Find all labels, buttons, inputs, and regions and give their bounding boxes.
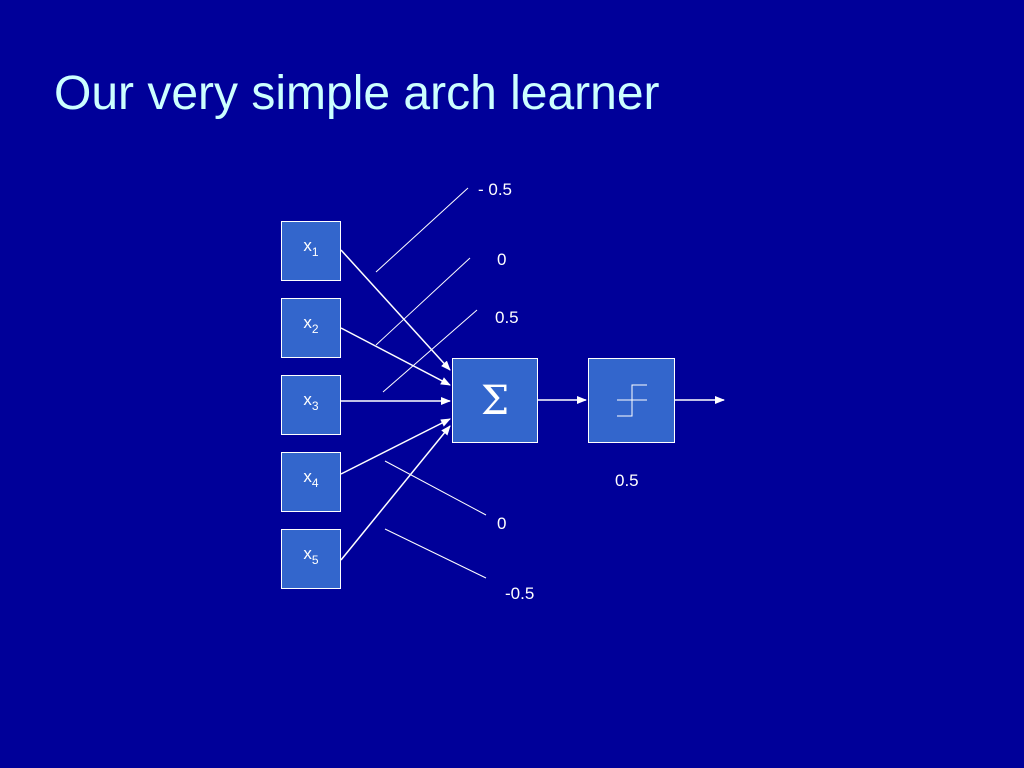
weight-leader-3 xyxy=(382,309,478,393)
input-label-x3: x3 xyxy=(303,390,319,413)
input-label-x1: x1 xyxy=(303,236,319,259)
weight-label-1: - 0.5 xyxy=(478,180,513,199)
weight-label-3: 0.5 xyxy=(495,308,519,327)
summation-node: Σ xyxy=(452,358,538,443)
input-label-x5: x5 xyxy=(303,544,319,567)
sigma-icon: Σ xyxy=(480,377,510,424)
step-function-icon xyxy=(616,384,647,416)
weight-leader-5 xyxy=(384,528,487,579)
input-node-x2: x2 xyxy=(281,298,341,358)
input-node-x3: x3 xyxy=(281,375,341,435)
weight-label-2: 0 xyxy=(497,250,507,269)
weight-label-5: -0.5 xyxy=(505,584,535,603)
input-node-x5: x5 xyxy=(281,529,341,589)
arrow-x4-to-sum xyxy=(340,418,451,475)
weight-label-4: 0 xyxy=(497,514,507,533)
weight-leader-1 xyxy=(375,187,469,273)
arrow-x5-to-sum xyxy=(340,425,451,561)
input-node-x4: x4 xyxy=(281,452,341,512)
slide-title: Our very simple arch learner xyxy=(54,67,660,120)
arrow-x1-to-sum xyxy=(340,249,451,371)
input-label-x4: x4 xyxy=(303,467,319,490)
weight-leader-2 xyxy=(375,257,471,346)
input-label-x2: x2 xyxy=(303,313,319,336)
threshold-label: 0.5 xyxy=(615,471,639,490)
arrow-x2-to-sum xyxy=(340,327,451,386)
input-node-x1: x1 xyxy=(281,221,341,281)
threshold-node xyxy=(588,358,675,443)
weight-leader-4 xyxy=(384,460,487,516)
